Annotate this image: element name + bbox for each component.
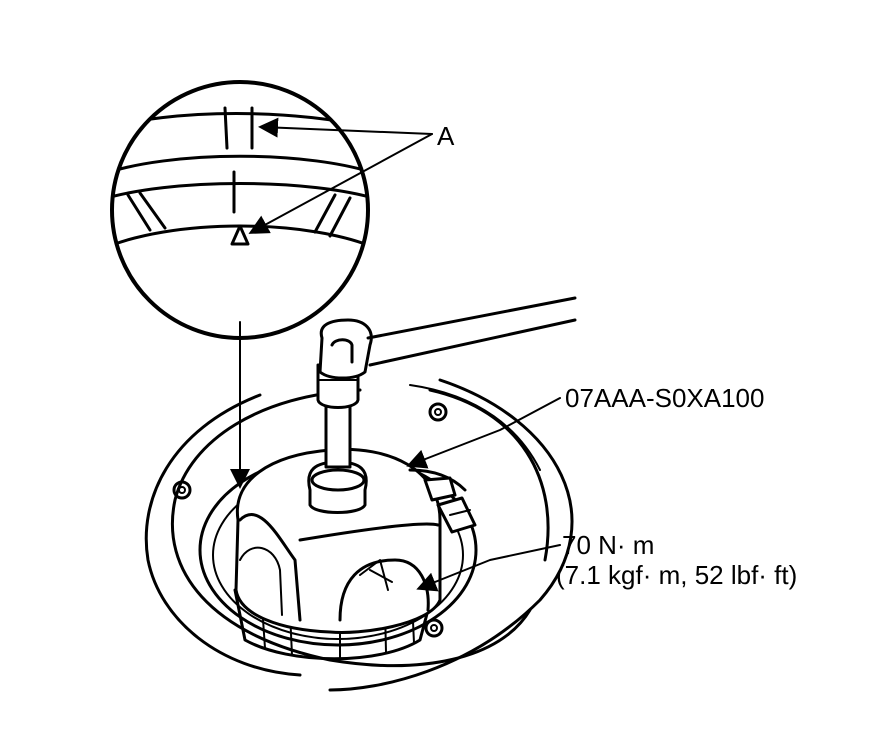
mark-a-arrow-lower — [248, 133, 433, 234]
torque-conversion-label: (7.1 kgf· m, 52 lbf· ft) — [556, 560, 798, 590]
flange-bolt-hole — [172, 480, 192, 500]
torque-leader-arrow — [416, 544, 561, 592]
torque-wrench — [318, 296, 577, 380]
flange-bolt-hole — [428, 402, 448, 422]
alignment-mark-triangle — [230, 224, 250, 246]
fuel-connector — [408, 468, 477, 534]
tool-number-label: 07AAA-S0XA100 — [565, 383, 765, 413]
socket-extension — [307, 363, 368, 514]
leader-lines — [230, 117, 561, 592]
torque-spec-label: 70 N· m — [562, 530, 655, 560]
tool-leader-arrow — [406, 397, 561, 469]
magnified-detail — [110, 80, 370, 340]
mark-a-arrow-upper — [258, 117, 433, 138]
special-tool-body — [234, 447, 442, 634]
mark-a-label: A — [437, 121, 455, 151]
